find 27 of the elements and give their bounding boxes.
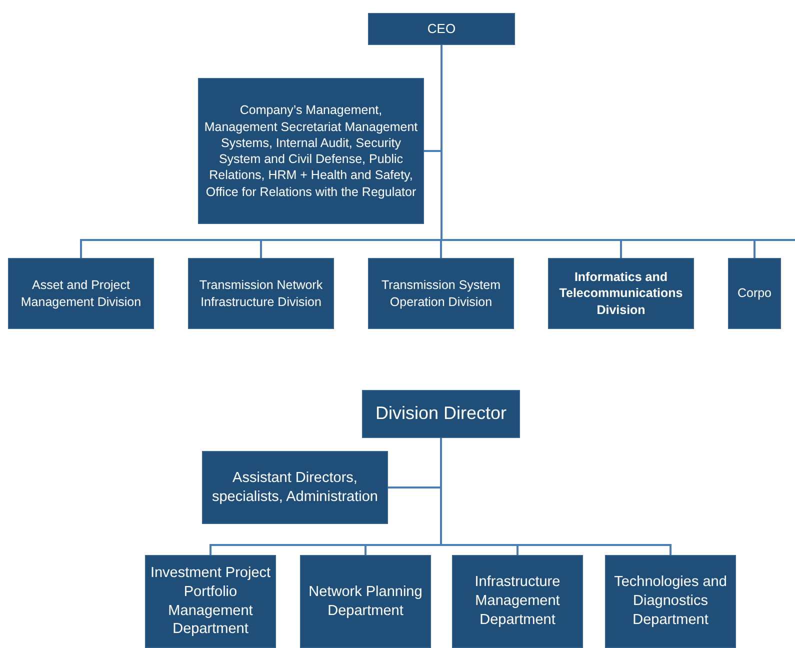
- unit-name: Network Planning Department: [308, 582, 424, 620]
- org-unit-box: [188, 258, 334, 329]
- unit-name: Division Director: [375, 402, 507, 426]
- org-unit-box: [198, 78, 424, 224]
- org-unit-box: [605, 555, 736, 648]
- unit-name: Infrastructure Management Department: [474, 573, 562, 630]
- org-unit-box: [728, 258, 781, 329]
- unit-name: Transmission System Operation Division: [380, 277, 502, 310]
- unit-name: Informatics and Telecommunications Division: [558, 269, 684, 318]
- unit-name: Asset and Project Management Division: [20, 277, 142, 310]
- org-unit-box: [202, 451, 388, 524]
- org-unit-box: [368, 258, 514, 329]
- org-unit-box: [548, 258, 694, 329]
- unit-name: CEO: [427, 20, 456, 38]
- unit-name: Transmission Network Infrastructure Division: [198, 277, 324, 310]
- org-unit-box: [145, 555, 276, 648]
- org-unit-box: [8, 258, 154, 329]
- unit-name: Investment Project Portfolio Management Department: [149, 564, 272, 640]
- org-unit-box: [368, 13, 515, 45]
- unit-name: Assistant Directors, specialists, Administration: [210, 468, 379, 506]
- org-unit-box: [452, 555, 583, 648]
- org-unit-box: [362, 390, 520, 438]
- connector-line: [440, 438, 672, 555]
- unit-name: Corpo: [737, 285, 772, 302]
- org-unit-box: [300, 555, 431, 648]
- unit-name: Technologies and Diagnostics Department: [613, 573, 728, 630]
- unit-name: Company’s Management, Management Secretariat Management Systems, Internal Audit, Security System and Civil Defense, Public Relations, HRM + Health and Safety, Office for Relations with the Regulator: [203, 102, 419, 200]
